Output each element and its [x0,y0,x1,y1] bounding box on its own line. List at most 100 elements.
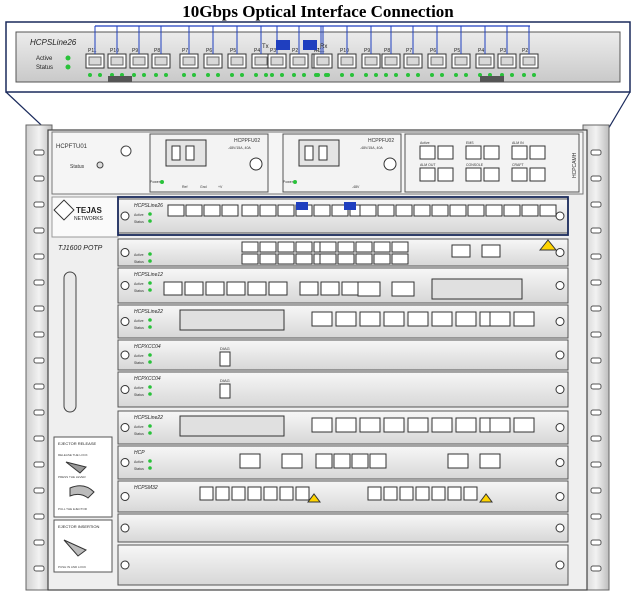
rail-hole-right [590,357,602,364]
zoom-port-led [230,73,234,77]
card-port [241,253,259,265]
card-port [299,281,319,296]
rail-holes [33,149,602,572]
zoom-port-led [326,73,330,77]
rail-hole-right [590,279,602,286]
zoom-port-label: P3 [500,48,506,54]
card-active-led [148,459,152,463]
card-screw-left-icon [120,560,130,570]
card-port [351,453,369,469]
rail-hole-right [590,227,602,234]
alarm-rj45-port [529,145,546,160]
card-port [185,204,203,217]
card-screw-right-icon [555,317,565,326]
zoom-port-led [374,73,378,77]
zoom-port-led [240,73,244,77]
card-port [277,241,295,253]
zoom-port-label: P8 [384,48,390,54]
ejector-hint-4: PUSH IN AND LOCK [58,565,86,569]
card-port [335,311,357,327]
card-active-label: Active [134,253,144,257]
pfu-2-terminal-a [304,145,314,161]
card-screw-right-icon [555,423,565,432]
card-port [247,486,262,501]
card-status-label: Status [134,289,144,293]
card-screw-left-icon [120,248,130,257]
zoom-port-led [510,73,514,77]
zoom-port-label: P3 [270,48,276,54]
card-status-label: Status [134,467,144,471]
alarm-card-name: HCPCAMH [572,152,578,178]
card-port [513,311,535,327]
zoom-port-led [216,73,220,77]
card-status-led [148,360,152,364]
card-status-label: Status [134,326,144,330]
zoom-port-led [254,73,258,77]
alarm-rj45-port [437,167,454,182]
card-port [383,311,405,327]
card-port [513,417,535,433]
zoom-sfp-cage [364,56,378,66]
rail-hole-left [33,383,45,390]
chassis-handle[interactable] [63,271,77,413]
rail-hole-right [590,565,602,572]
card-port [311,417,333,433]
card-name: HCPSLine12 [134,272,163,278]
zoom-port-led [98,73,102,77]
card-name: HCPSM32 [134,485,158,491]
zoom-blue-connections [94,25,530,54]
card-port [357,281,381,297]
pfu-2-name: HCPPFU02 [368,138,394,144]
ejector-hint-1: RELEASE THE LOCK [58,453,88,457]
zoom-sfp-cage [292,56,306,66]
card-port [315,453,333,469]
card-port [369,453,387,469]
card-screw-left-icon [120,385,130,394]
zoom-port-led [416,73,420,77]
pfu-1-switch-icon [249,157,263,171]
card-name: HCPSLine22 [134,309,163,315]
card-active-label: Active [134,319,144,323]
zoom-port-led [88,73,92,77]
card-port [413,204,431,217]
rail-hole-right [590,305,602,312]
card-port [184,281,204,296]
card-active-led [148,212,152,216]
card-active-led [148,318,152,322]
zoom-port-led [292,73,296,77]
card-port [337,241,355,253]
rail-hole-left [33,227,45,234]
zoom-port-led [164,73,168,77]
zoom-port-label: P1 [314,48,320,54]
card-port [319,241,337,253]
zoom-led-status-label: Status [36,65,53,71]
zoom-sfp-cage [430,56,444,66]
zoom-port-led [430,73,434,77]
card-screw-right-icon [555,281,565,290]
alarm-card [404,133,580,193]
zoom-port-label: P9 [364,48,370,54]
rail-hole-right [590,461,602,468]
pfu-1-name: HCPPFU02 [234,138,260,144]
zoom-port-led [532,73,536,77]
fan-screw-top-icon [120,145,132,157]
card-port [407,417,429,433]
card-port [295,253,313,265]
card-diag-label: DIAG [220,378,230,383]
alarm-port-label: ALM OUT [420,163,436,167]
zoom-port-led [206,73,210,77]
alarm-rj45-port [437,145,454,160]
card-name: HCP [134,450,145,456]
card-active-label: Active [134,213,144,217]
card-status-led [148,392,152,396]
zoom-port-led [132,73,136,77]
zoom-port-label: P10 [340,48,349,54]
zoom-port-led [264,73,268,77]
zoom-port-led [440,73,444,77]
rail-hole-left [33,409,45,416]
zoom-port-led [280,73,284,77]
pfu-2-switch-icon [383,157,397,171]
